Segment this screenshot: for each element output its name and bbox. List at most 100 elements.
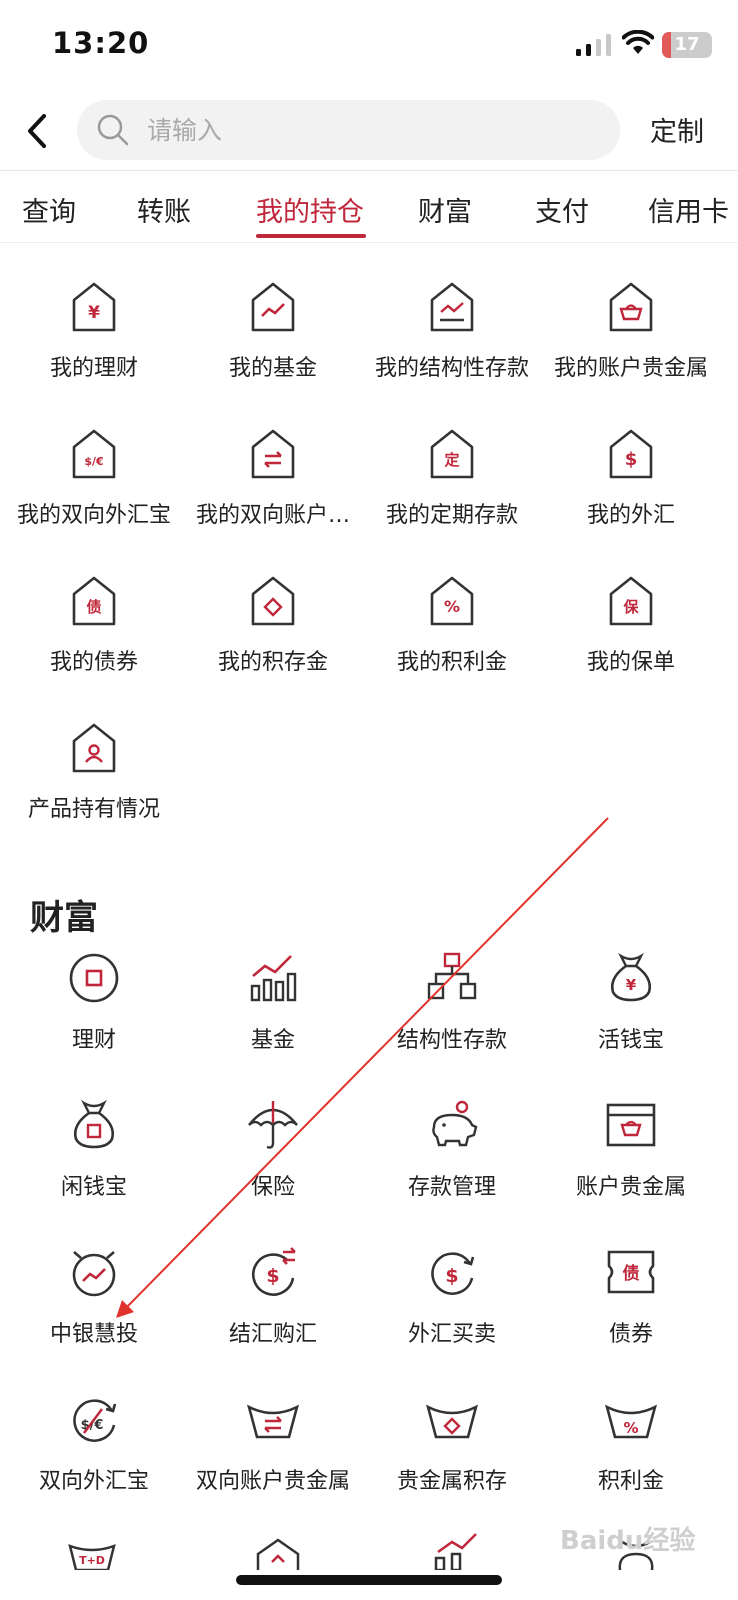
wealth-item[interactable]: 基金 xyxy=(181,950,365,1080)
wealth-item-label: 活钱宝 xyxy=(597,1028,664,1053)
holding-item[interactable]: $/€我的双向外汇宝 xyxy=(2,425,186,555)
house-diamond-icon xyxy=(245,572,301,628)
holding-item[interactable]: 保我的保单 xyxy=(539,572,723,702)
category-tabs: 查询 转账 我的持仓 财富 支付 信用卡 xyxy=(0,172,738,242)
back-button[interactable] xyxy=(20,108,56,154)
wealth-item[interactable]: 保险 xyxy=(181,1097,365,1227)
tab-wealth[interactable]: 财富 xyxy=(418,197,472,228)
wealth-item-label: 闲钱宝 xyxy=(60,1175,127,1200)
wealth-item[interactable]: ¥ 活钱宝 xyxy=(539,950,723,1080)
tab-transfer[interactable]: 转账 xyxy=(137,197,191,228)
holding-item[interactable]: 我的双向账户… xyxy=(181,425,365,555)
holding-item[interactable]: 我的账户贵金属 xyxy=(539,278,723,408)
tab-payment[interactable]: 支付 xyxy=(535,197,589,228)
svg-text:T+D: T+D xyxy=(79,1554,105,1567)
holding-item-label: 我的账户贵金属 xyxy=(553,356,708,381)
dollar-exchange-icon: $ xyxy=(245,1244,301,1300)
bar-partial-icon xyxy=(434,1533,477,1570)
svg-text:$: $ xyxy=(625,449,638,470)
holding-item[interactable]: $ 我的外汇 xyxy=(539,425,723,555)
battery-percent: 17 xyxy=(674,34,700,55)
svg-text:债: 债 xyxy=(86,598,101,616)
house-insurance-icon: 保 xyxy=(603,572,659,628)
wealth-item-label: 积利金 xyxy=(597,1469,664,1494)
signal-icon xyxy=(576,34,611,56)
holding-item-label: 我的结构性存款 xyxy=(374,356,529,381)
holding-item[interactable]: 产品持有情况 xyxy=(2,719,186,849)
wealth-item[interactable]: 债债券 xyxy=(539,1244,723,1374)
customize-button[interactable]: 定制 xyxy=(650,117,704,148)
tab-credit-card[interactable]: 信用卡 xyxy=(648,197,729,228)
wealth-item[interactable]: 账户贵金属 xyxy=(539,1097,723,1227)
wealth-item[interactable]: 中银慧投 xyxy=(2,1244,186,1374)
ingot-percent-icon: % xyxy=(603,1391,659,1447)
bag-partial-icon xyxy=(618,1540,654,1570)
wealth-item-label: 理财 xyxy=(71,1028,116,1053)
wealth-item[interactable]: % 积利金 xyxy=(539,1391,723,1521)
holding-item-label: 我的积存金 xyxy=(217,650,328,675)
holding-item[interactable]: 我的结构性存款 xyxy=(360,278,544,408)
wealth-item[interactable]: $ 外汇买卖 xyxy=(360,1244,544,1374)
wealth-item[interactable]: 理财 xyxy=(2,950,186,1080)
holding-item-label: 我的积利金 xyxy=(396,650,507,675)
search-header: 定制 xyxy=(0,98,738,164)
holding-item[interactable]: ¥我的理财 xyxy=(2,278,186,408)
gold-box-icon xyxy=(603,1097,659,1153)
wealth-item-label: 贵金属积存 xyxy=(396,1469,507,1494)
money-bag-icon xyxy=(66,1097,122,1153)
umbrella-icon xyxy=(245,1097,301,1153)
wealth-item-label: 存款管理 xyxy=(407,1175,496,1200)
house-person-icon xyxy=(66,719,122,775)
svg-text:定: 定 xyxy=(444,451,459,469)
wealth-item-label: 结构性存款 xyxy=(396,1028,507,1053)
wealth-item[interactable]: $/€双向外汇宝 xyxy=(2,1391,186,1521)
wealth-item-label: 保险 xyxy=(250,1175,295,1200)
wealth-item[interactable]: 闲钱宝 xyxy=(2,1097,186,1227)
search-icon xyxy=(97,114,129,146)
tab-my-holdings[interactable]: 我的持仓 xyxy=(256,197,364,228)
wealth-item-label: 双向账户贵金属 xyxy=(195,1469,350,1494)
wifi-icon xyxy=(622,30,654,54)
svg-text:$/€: $/€ xyxy=(81,1418,104,1433)
bar-trend-icon xyxy=(245,950,301,1006)
house-yuan-icon: ¥ xyxy=(66,278,122,334)
home-indicator[interactable] xyxy=(236,1575,502,1585)
wealth-item[interactable]: 双向账户贵金属 xyxy=(181,1391,365,1521)
wealth-item[interactable]: 贵金属积存 xyxy=(360,1391,544,1521)
search-input[interactable] xyxy=(147,108,587,152)
status-time: 13:20 xyxy=(52,26,150,60)
wealth-item-label: 中银慧投 xyxy=(49,1322,138,1347)
holding-item[interactable]: 债我的债券 xyxy=(2,572,186,702)
wealth-item[interactable]: $结汇购汇 xyxy=(181,1244,365,1374)
search-box[interactable] xyxy=(77,100,620,160)
house-trend-icon xyxy=(245,278,301,334)
holding-item[interactable]: 定我的定期存款 xyxy=(360,425,544,555)
section-title-wealth: 财富 xyxy=(30,898,98,938)
active-tab-indicator xyxy=(256,234,366,238)
holding-item[interactable]: 我的基金 xyxy=(181,278,365,408)
wealth-item-label: 外汇买卖 xyxy=(407,1322,496,1347)
svg-text:¥: ¥ xyxy=(626,976,637,994)
piggy-bank-icon xyxy=(424,1097,480,1153)
holding-item[interactable]: % 我的积利金 xyxy=(360,572,544,702)
svg-text:%: % xyxy=(444,597,460,616)
holding-item-label: 我的债券 xyxy=(49,650,138,675)
holding-item-label: 我的双向账户… xyxy=(195,503,350,528)
svg-text:债: 债 xyxy=(623,1263,640,1284)
dollar-cycle-icon: $ xyxy=(424,1244,480,1300)
battery-level xyxy=(662,32,671,58)
holding-item[interactable]: 我的积存金 xyxy=(181,572,365,702)
svg-text:¥: ¥ xyxy=(88,303,100,323)
holding-item-label: 我的外汇 xyxy=(586,503,675,528)
tabs-divider xyxy=(0,242,738,243)
house-percent-icon: % xyxy=(424,572,480,628)
header-divider xyxy=(0,170,738,171)
status-bar: 13:20 17 xyxy=(0,0,738,90)
ingot-td-icon: T+D xyxy=(68,1544,116,1570)
tab-query[interactable]: 查询 xyxy=(22,197,76,228)
wealth-item[interactable]: 存款管理 xyxy=(360,1097,544,1227)
svg-text:保: 保 xyxy=(622,598,639,616)
alarm-trend-icon xyxy=(66,1244,122,1300)
house-gold-icon xyxy=(603,278,659,334)
wealth-item[interactable]: 结构性存款 xyxy=(360,950,544,1080)
